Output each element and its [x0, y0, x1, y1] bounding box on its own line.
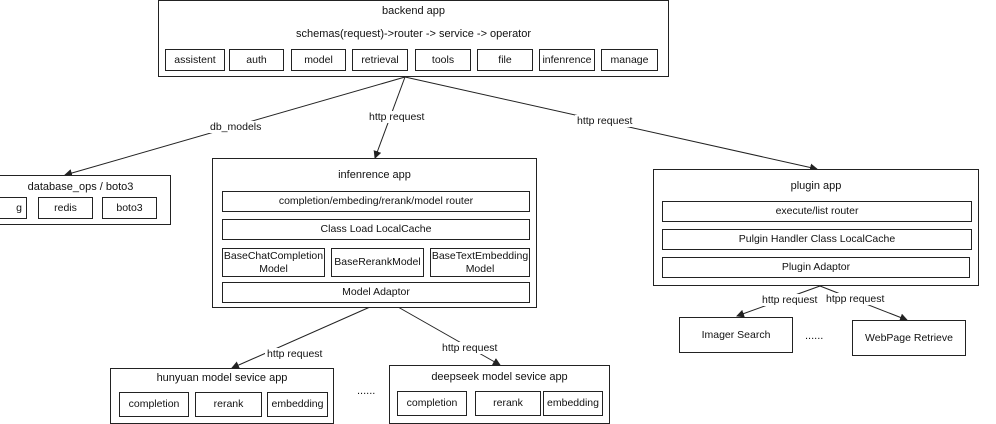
deepseek-service-title: deepseek model sevice app — [431, 371, 568, 383]
webpage-retrieve-label: WebPage Retrieve — [865, 332, 953, 344]
plugin-router: execute/list router — [662, 201, 972, 222]
inference-app-title: infenrence app — [338, 169, 411, 181]
hunyuan-embedding: embedding — [267, 392, 328, 417]
deepseek-rerank: rerank — [475, 391, 541, 416]
edge-label-http-imager: http request — [760, 294, 820, 306]
module-model: model — [291, 49, 346, 71]
edge-inference-deepseek — [397, 306, 501, 366]
database-item-boto3: boto3 — [102, 197, 157, 219]
module-manage: manage — [601, 49, 658, 71]
deepseek-service-box: deepseek model sevice app completion rer… — [389, 365, 610, 424]
plugin-handler-cache: Pulgin Handler Class LocalCache — [662, 229, 972, 250]
plugin-targets-ellipsis: ...... — [805, 330, 824, 342]
backend-app-box: backend app schemas(request)->router -> … — [158, 0, 669, 77]
module-file: file — [477, 49, 533, 71]
plugin-app-box: plugin app execute/list router Pulgin Ha… — [653, 169, 979, 286]
inference-router: completion/embeding/rerank/model router — [222, 191, 530, 212]
inference-model-adaptor: Model Adaptor — [222, 282, 530, 303]
imager-search-label: Imager Search — [701, 329, 771, 341]
database-item-redis: redis — [38, 197, 93, 219]
deepseek-embedding: embedding — [543, 391, 603, 416]
database-ops-box: database_ops / boto3 g redis boto3 — [0, 175, 171, 225]
database-ops-title: database_ops / boto3 — [27, 181, 134, 193]
edge-label-http-inference: http request — [367, 111, 427, 123]
inference-app-box: infenrence app completion/embeding/reran… — [212, 158, 537, 308]
inference-cache: Class Load LocalCache — [222, 219, 530, 240]
backend-app-subtitle: schemas(request)->router -> service -> o… — [295, 28, 532, 40]
imager-search-box: Imager Search — [679, 317, 793, 353]
webpage-retrieve-box: WebPage Retrieve — [852, 320, 966, 356]
plugin-adaptor: Plugin Adaptor — [662, 257, 970, 278]
hunyuan-rerank: rerank — [195, 392, 262, 417]
module-infenrence: infenrence — [539, 49, 595, 71]
hunyuan-service-title: hunyuan model sevice app — [156, 372, 288, 384]
module-tools: tools — [415, 49, 471, 71]
module-assistent: assistent — [165, 49, 225, 71]
model-base-rerank: BaseRerankModel — [331, 248, 424, 277]
hunyuan-completion: completion — [119, 392, 189, 417]
model-base-text-embedding: BaseTextEmbedding Model — [430, 248, 530, 277]
module-retrieval: retrieval — [352, 49, 408, 71]
edge-label-htpp-webpage: htpp request — [824, 293, 887, 305]
database-item-g: g — [0, 197, 27, 219]
edge-label-http-hunyuan: http request — [265, 348, 325, 360]
plugin-app-title: plugin app — [790, 180, 842, 192]
model-base-chat-completion: BaseChatCompletion Model — [222, 248, 325, 277]
backend-app-title: backend app — [382, 5, 445, 17]
deepseek-completion: completion — [397, 391, 467, 416]
module-auth: auth — [229, 49, 284, 71]
edge-label-http-plugin: http request — [575, 115, 635, 127]
edge-label-db-models: db_models — [208, 121, 264, 133]
edge-label-http-deepseek: http request — [440, 342, 500, 354]
hunyuan-service-box: hunyuan model sevice app completion rera… — [110, 368, 334, 424]
services-ellipsis: ...... — [357, 385, 376, 397]
